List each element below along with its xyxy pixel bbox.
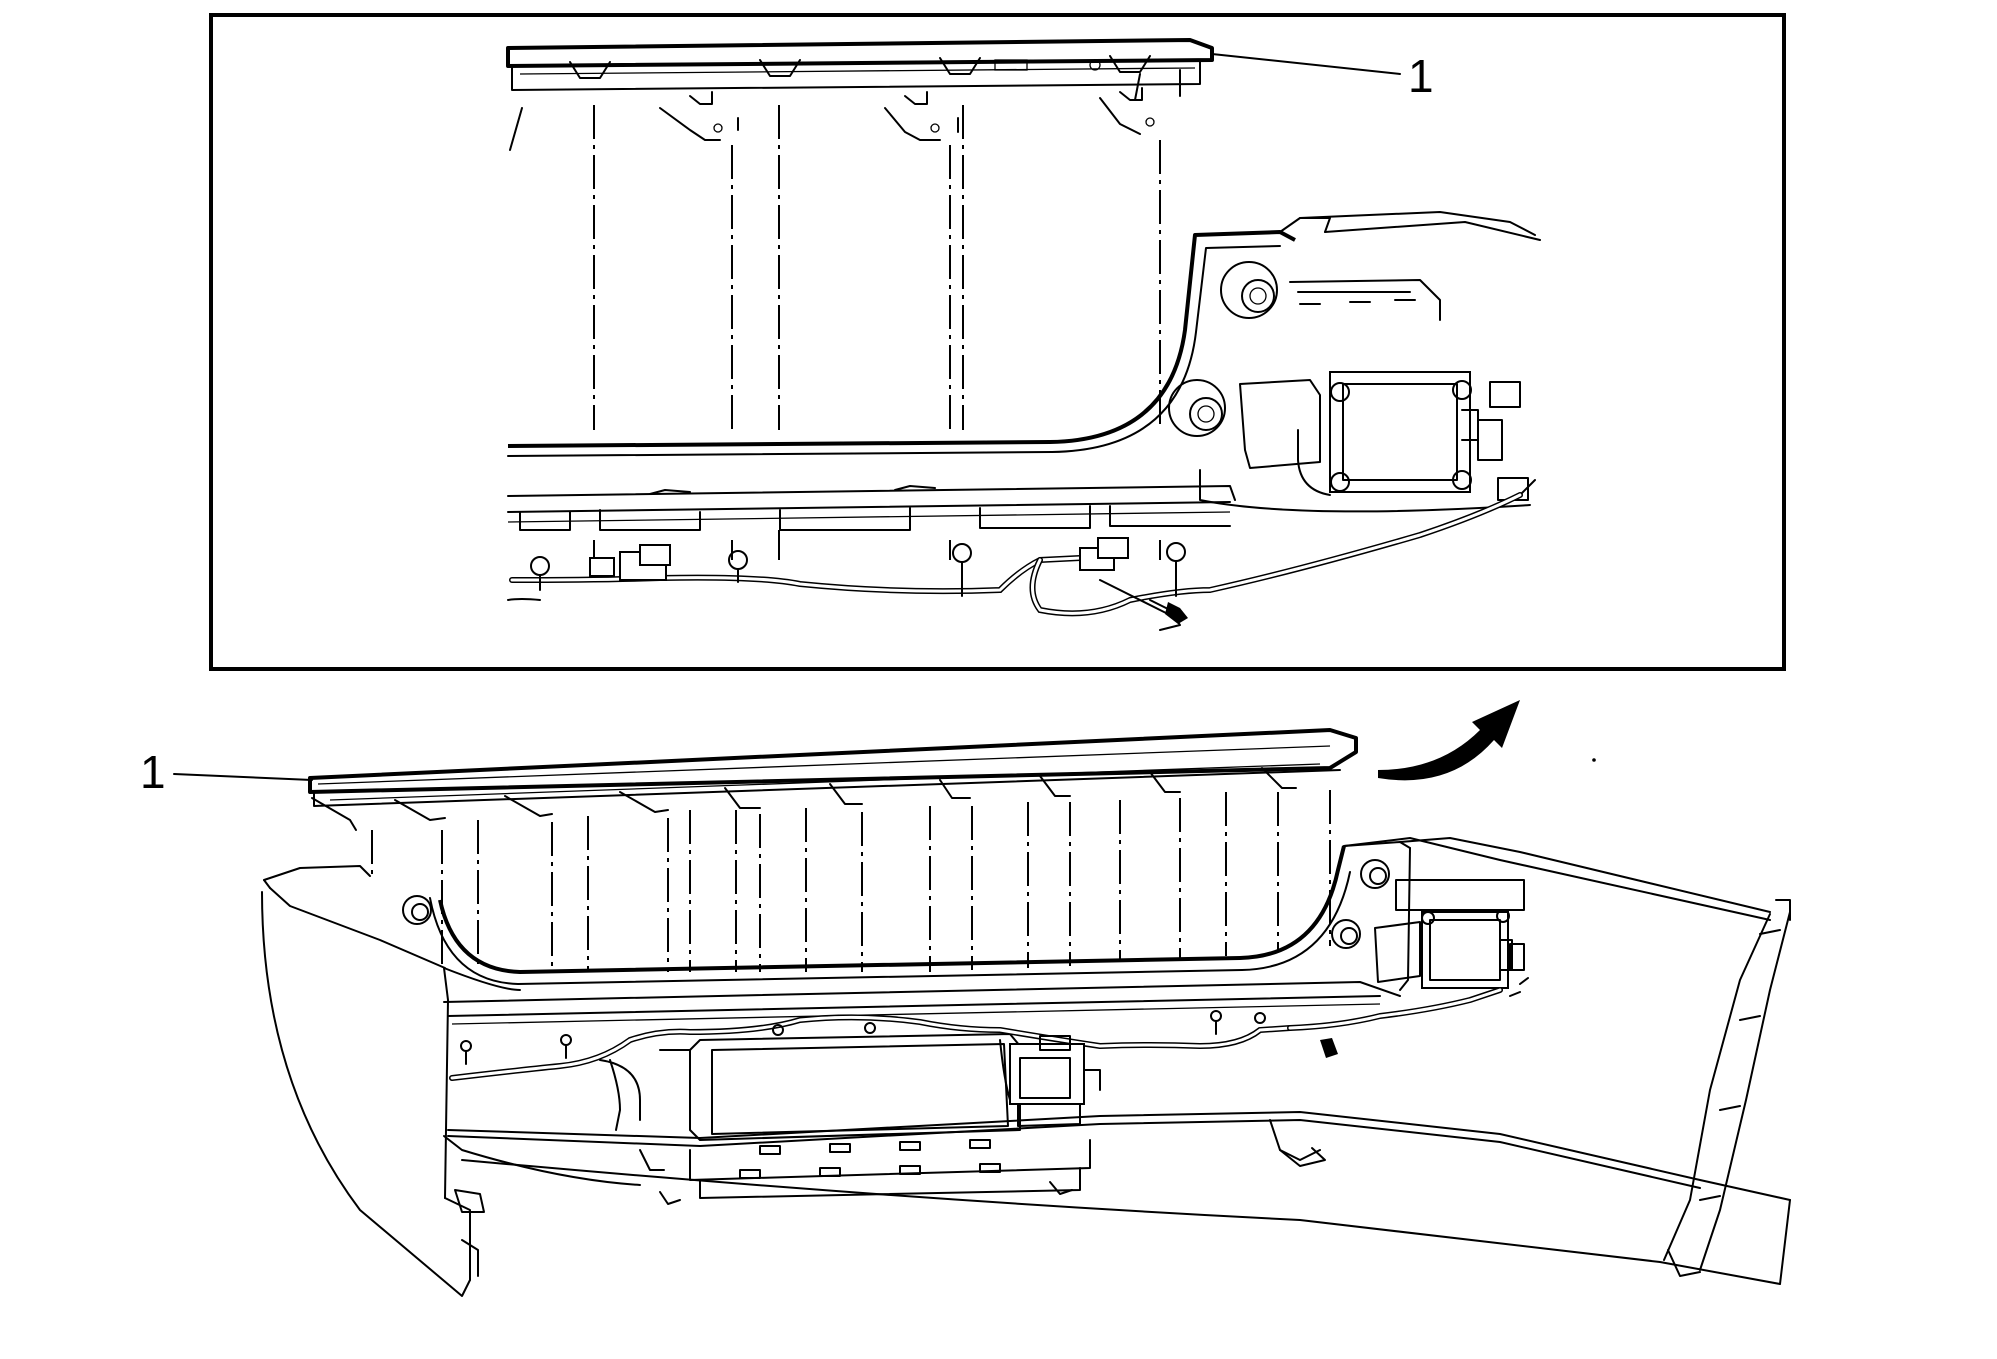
inset-sensor-module: [1199, 279, 1536, 513]
inset-connectors: [589, 537, 1188, 631]
main-callout-number: 1: [140, 746, 166, 798]
inset-leader-line: [1211, 53, 1401, 75]
main-alignment-lines: [371, 790, 1331, 972]
main-fascia-body: [443, 981, 1791, 1285]
inset-wire-harness: [507, 492, 1523, 617]
removal-direction-arrow: [1378, 700, 1520, 781]
main-push-pins: [460, 1010, 1266, 1065]
inset-lower-structure: [507, 485, 1236, 570]
main-right-tip: [1663, 899, 1791, 1277]
inset-alignment-lines: [593, 105, 1161, 430]
stray-dot: [1592, 758, 1596, 762]
main-lower-bar: [429, 841, 1411, 985]
inset-grommets: [1168, 261, 1278, 437]
inset-lower-bar: [507, 211, 1541, 457]
main-upper-trim-bar: [308, 728, 1358, 807]
inset-push-pins: [530, 542, 1186, 597]
inset-detail: 1: [209, 13, 1786, 671]
main-retainer-clips: [311, 767, 1297, 831]
main-left-end: [261, 865, 641, 1297]
main-assembly: 1: [140, 728, 1791, 1297]
main-right-end: [1343, 837, 1771, 997]
main-grommets: [402, 859, 1390, 949]
inset-callout-number: 1: [1408, 50, 1434, 102]
inset-frame: [209, 13, 1786, 671]
main-center-opening: [599, 1033, 1091, 1205]
inset-retainer-clips: [509, 87, 1155, 151]
main-leader-line: [173, 773, 313, 781]
main-wire-harness: [449, 987, 1503, 1131]
main-connector-module: [1009, 1035, 1101, 1127]
